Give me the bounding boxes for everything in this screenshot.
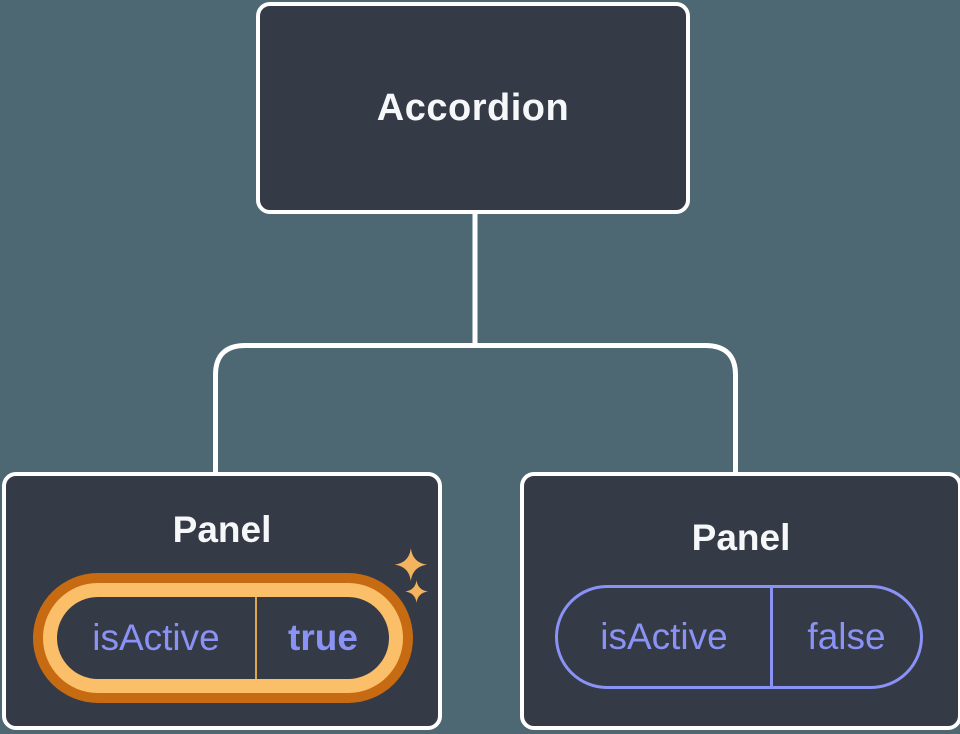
panel-node-active: Panel isActive true bbox=[2, 472, 442, 730]
state-key-label: isActive bbox=[57, 597, 257, 679]
sparkles-icon bbox=[394, 548, 428, 603]
state-value-label: false bbox=[807, 616, 886, 657]
state-key-label: isActive bbox=[558, 588, 773, 686]
connector-branch bbox=[213, 343, 738, 474]
accordion-node-label: Accordion bbox=[376, 86, 570, 129]
panel-node-inactive: Panel isActive false bbox=[520, 472, 960, 730]
panel-node-title: Panel bbox=[172, 509, 272, 550]
panel-node-title: Panel bbox=[691, 517, 791, 558]
state-value-label: true bbox=[288, 617, 358, 658]
state-pill-body: isActive true bbox=[57, 597, 389, 679]
state-pill-highlight-ring: isActive true bbox=[43, 583, 403, 693]
state-pill-plain: isActive false bbox=[555, 585, 923, 689]
accordion-node: Accordion bbox=[256, 2, 690, 214]
state-pill-highlighted: isActive true bbox=[33, 573, 413, 703]
